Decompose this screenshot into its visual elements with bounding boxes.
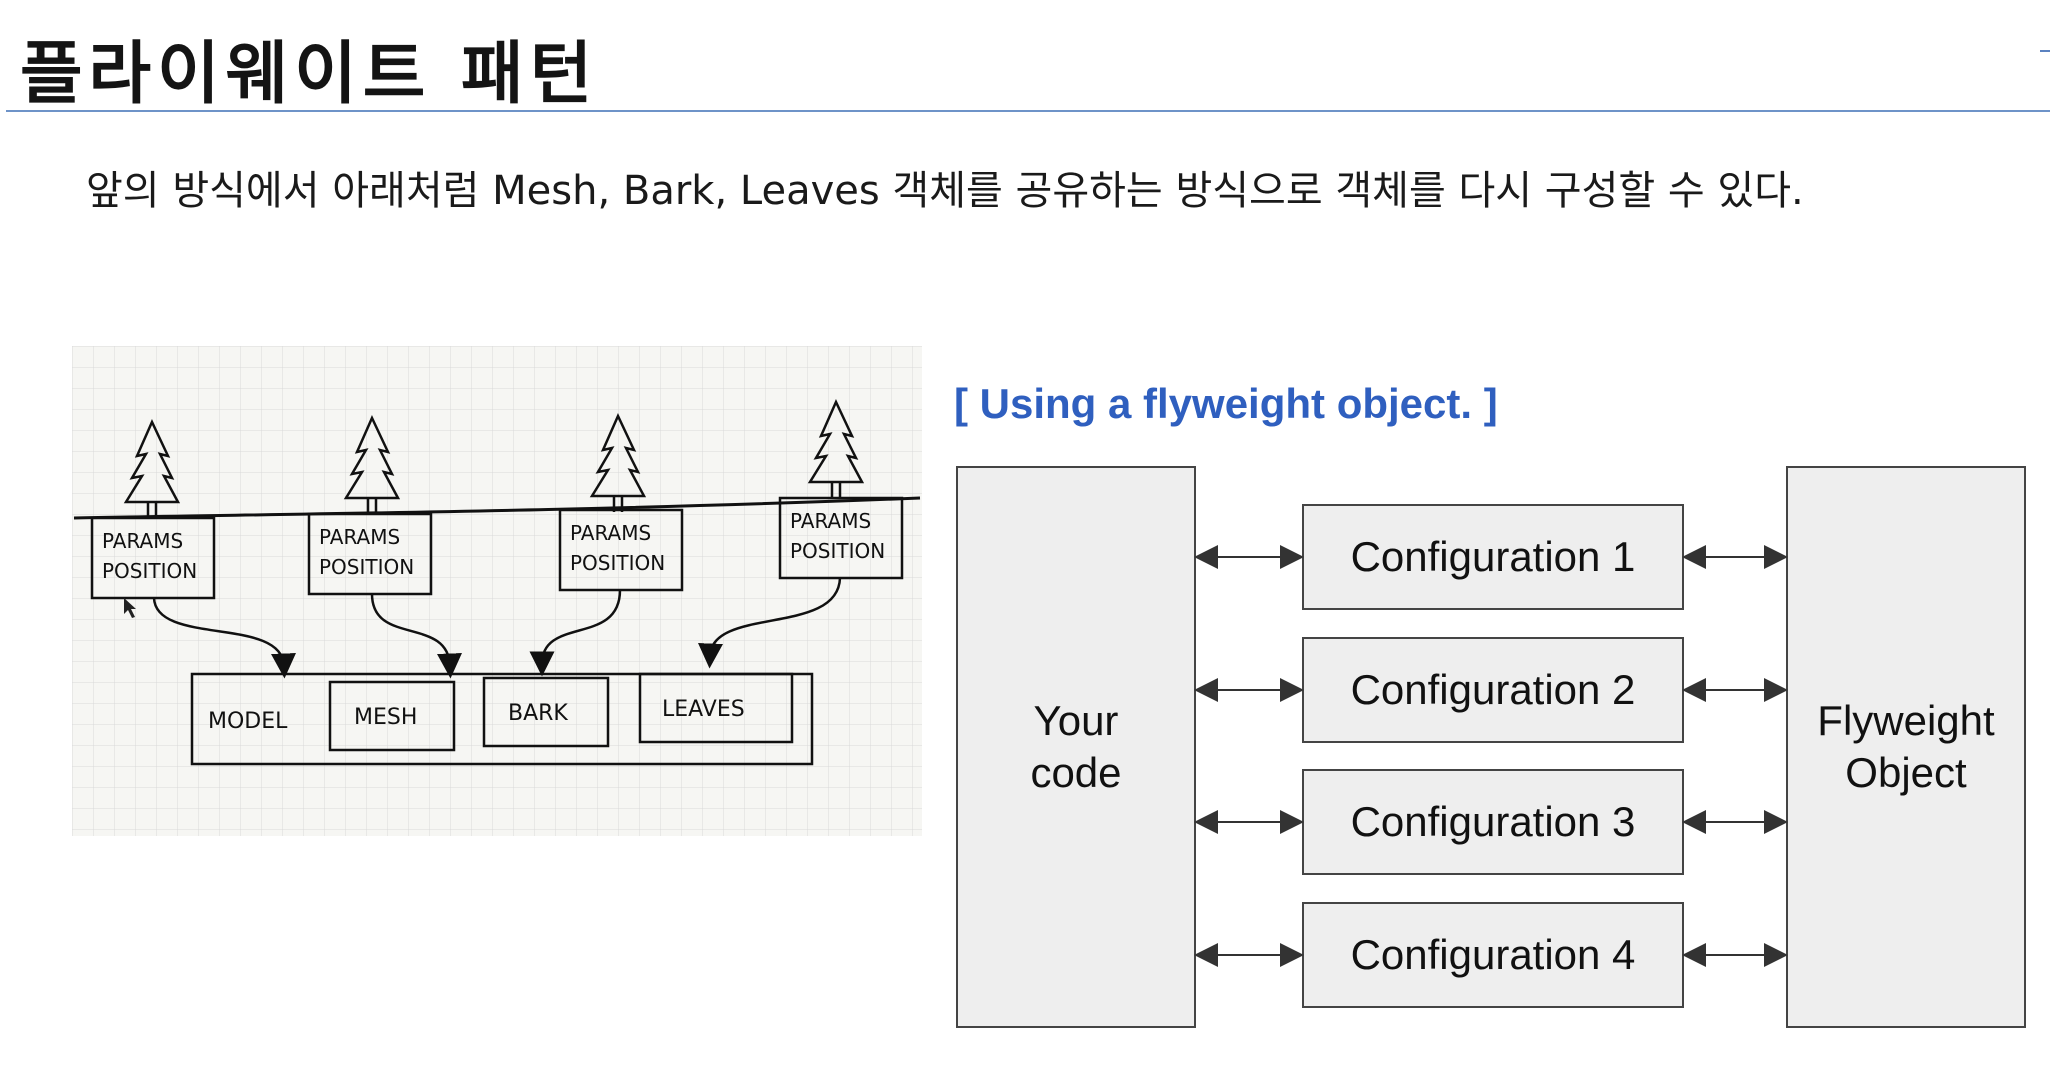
mouse-cursor-icon: [124, 598, 136, 618]
ground-line: [73, 496, 921, 520]
flyweight-object-box: Flyweight Object: [1786, 466, 2026, 1028]
position-label: POSITION: [790, 539, 885, 563]
model-box: [190, 672, 814, 766]
position-label: POSITION: [102, 559, 197, 583]
position-label: POSITION: [570, 551, 665, 575]
params-label: PARAMS: [790, 509, 871, 533]
position-label: POSITION: [319, 555, 414, 579]
configuration-box: Configuration 4: [1302, 902, 1684, 1008]
leaves-box: [638, 672, 794, 744]
configuration-box: Configuration 1: [1302, 504, 1684, 610]
configuration-label: Configuration 3: [1350, 798, 1636, 845]
flyweight-label-line1: Flyweight: [1817, 697, 1995, 744]
bark-label: BARK: [508, 701, 568, 726]
configuration-box: Configuration 3: [1302, 769, 1684, 875]
mesh-box: [328, 680, 456, 752]
title-divider: [6, 110, 2050, 112]
params-label: PARAMS: [319, 525, 400, 549]
leaves-label: LEAVES: [662, 697, 745, 722]
configuration-label: Configuration 4: [1350, 931, 1636, 978]
tree-icon: [807, 398, 865, 498]
model-label: MODEL: [208, 709, 288, 734]
params-label: PARAMS: [102, 529, 183, 553]
flyweight-sketch-image: PARAMS POSITION PARAMS POSITION PARAMS P…: [72, 346, 922, 836]
intro-text: 앞의 방식에서 아래처럼 Mesh, Bark, Leaves 객체를 공유하는…: [86, 168, 1804, 214]
tree-icon: [343, 414, 401, 514]
configuration-label: Configuration 2: [1350, 666, 1636, 713]
your-code-box: Your code: [956, 466, 1196, 1028]
curved-arrow: [529, 589, 622, 677]
curved-arrow: [370, 593, 462, 679]
bark-box: [482, 676, 610, 748]
page-title: 플라이웨이트 패턴: [20, 35, 599, 114]
mesh-label: MESH: [354, 705, 417, 730]
configuration-label: Configuration 1: [1350, 533, 1636, 580]
diagram-caption: [ Using a flyweight object. ]: [954, 380, 1498, 427]
corner-mark: [2040, 50, 2050, 62]
curved-arrow: [698, 577, 842, 669]
flyweight-label-line2: Object: [1845, 749, 1967, 796]
tree-icon: [123, 418, 181, 516]
curved-arrow: [152, 597, 296, 679]
your-code-label-line2: code: [1030, 749, 1122, 796]
params-label: PARAMS: [570, 521, 651, 545]
your-code-label-line1: Your: [1033, 697, 1119, 744]
configuration-box: Configuration 2: [1302, 637, 1684, 743]
